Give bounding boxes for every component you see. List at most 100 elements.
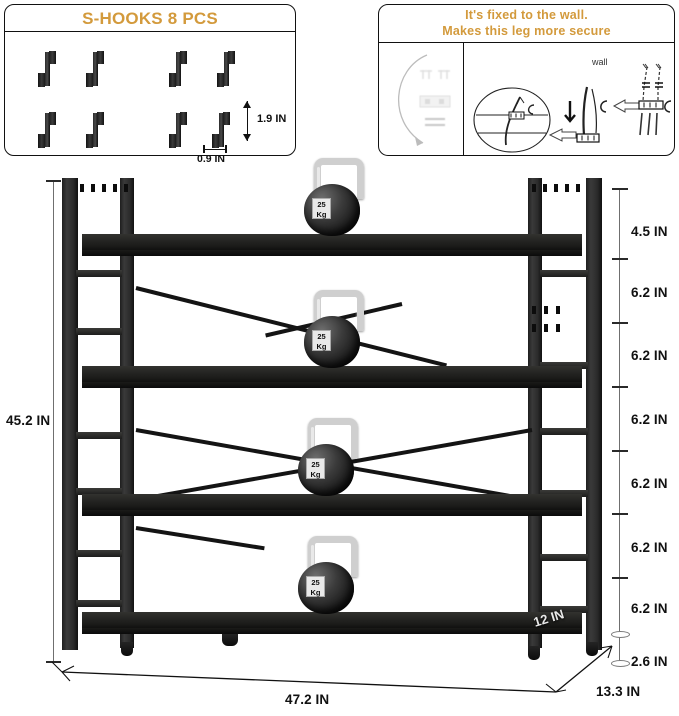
double-bar-ghost-icon (423, 115, 447, 133)
s-hook-icon (168, 111, 189, 149)
kettlebell-weight-tag: 25 Kg (306, 576, 325, 597)
segment-dimension-line (619, 188, 621, 662)
segment-tick-3 (612, 386, 628, 388)
segment-tick-1 (612, 258, 628, 260)
left-front-post (120, 178, 134, 648)
segment-label-1: 6.2 IN (631, 285, 668, 300)
kettlebell: 25 Kg (294, 418, 358, 496)
left-side-rung (76, 488, 122, 495)
shelf-foot (121, 642, 133, 656)
s-hook-width-dimension-line (203, 145, 227, 153)
wall-mount-panel: It's fixed to the wall. Makes this leg m… (378, 4, 675, 156)
wall-mount-instruction-illustration (473, 63, 672, 153)
total-height-tick-bottom (46, 661, 61, 663)
segment-tick-2 (612, 322, 628, 324)
right-side-rung (540, 490, 588, 497)
segment-label-7: 2.6 IN (631, 654, 668, 669)
segment-tick-6 (612, 577, 628, 579)
wall-mount-title-line1: It's fixed to the wall. (465, 8, 588, 22)
curved-arrow-icon (398, 54, 428, 146)
right-hook-strip-3 (532, 324, 576, 332)
diagonal-brace (135, 526, 265, 551)
right-side-rung (540, 362, 588, 369)
left-hook-strip (80, 184, 134, 192)
segment-tick-4 (612, 450, 628, 452)
left-rear-post (62, 178, 78, 650)
kettlebell-weight-number: 25 (311, 578, 320, 587)
kettlebell: 25 Kg (294, 536, 358, 614)
kettlebell: 25 Kg (300, 158, 364, 236)
kettlebell-weight-tag: 25 Kg (312, 198, 331, 219)
kettlebell-weight-unit: Kg (310, 469, 321, 479)
left-side-rung (76, 550, 122, 557)
right-side-rung (540, 270, 588, 277)
shelf-lip-2 (82, 382, 582, 388)
bracket-ghost-icon (419, 95, 451, 113)
kettlebell-weight-tag: 25 Kg (306, 458, 325, 479)
left-side-rung (76, 328, 122, 335)
wall-mount-panel-body: wall (379, 43, 674, 156)
kettlebell-handle-icon (308, 418, 358, 459)
s-hooks-panel-body (5, 32, 295, 156)
s-hooks-panel: S-HOOKS 8 PCS (4, 4, 296, 165)
segment-tick-0 (612, 188, 628, 190)
shelf-rack-illustration: 25 Kg 25 Kg 25 Kg 25 Kg (62, 158, 602, 668)
kettlebell-weight-unit: Kg (316, 209, 327, 219)
shelf-foot (528, 646, 540, 660)
kettlebell-weight-unit: Kg (316, 341, 327, 351)
s-hooks-grid (5, 32, 295, 156)
shelf-lip-3 (82, 510, 582, 516)
s-hook-height-label: 1.9 IN (257, 113, 287, 125)
right-side-rung (540, 428, 588, 435)
segment-label-2: 6.2 IN (631, 348, 668, 363)
segment-tick-5 (612, 513, 628, 515)
s-hook-icon (85, 111, 106, 149)
kettlebell-handle-icon (314, 158, 364, 199)
s-hook-icon (216, 50, 237, 88)
wall-mount-right-cell: wall (464, 43, 674, 156)
left-side-rung (76, 270, 122, 277)
right-rear-post (528, 178, 542, 648)
screw-pair-ghost-icon (419, 67, 453, 85)
kettlebell-handle-icon (314, 290, 364, 331)
left-side-rung (76, 600, 122, 607)
s-hook-icon (37, 111, 58, 149)
wall-mount-left-cell (379, 43, 464, 156)
segment-label-6: 6.2 IN (631, 601, 668, 616)
total-height-label: 45.2 IN (6, 413, 51, 428)
shelf-board-3 (82, 494, 582, 511)
wall-text-label: wall (592, 57, 608, 67)
segment-label-0: 4.5 IN (631, 224, 668, 239)
total-height-dimension-line (53, 180, 55, 662)
shelf-center-foot (222, 634, 238, 646)
total-height-tick-top (46, 180, 61, 182)
s-hook-icon (211, 111, 232, 149)
kettlebell-weight-tag: 25 Kg (312, 330, 331, 351)
shelf-lip-4 (82, 628, 582, 634)
wall-mount-title-line2: Makes this leg more secure (442, 23, 611, 38)
left-side-rung (76, 432, 122, 439)
total-depth-label: 13.3 IN (596, 684, 641, 699)
s-hook-icon (85, 50, 106, 88)
kettlebell-weight-number: 25 (311, 460, 320, 469)
shelf-board-2 (82, 366, 582, 383)
s-hook-height-dimension-line (241, 101, 255, 141)
total-width-label: 47.2 IN (285, 692, 330, 707)
shelf-board-4 (82, 612, 582, 629)
shelf-board-1 (82, 234, 582, 251)
s-hooks-panel-title: S-HOOKS 8 PCS (5, 5, 295, 32)
segment-label-5: 6.2 IN (631, 540, 668, 555)
kettlebell-weight-number: 25 (317, 332, 326, 341)
segment-label-3: 6.2 IN (631, 412, 668, 427)
segment-tick-7 (611, 631, 630, 638)
wall-mount-panel-title: It's fixed to the wall. Makes this leg m… (379, 5, 674, 43)
segment-label-4: 6.2 IN (631, 476, 668, 491)
shelf-foot (586, 642, 598, 656)
kettlebell-handle-icon (308, 536, 358, 577)
right-side-rung (540, 606, 588, 613)
kettlebell-weight-unit: Kg (310, 587, 321, 597)
kettlebell: 25 Kg (300, 290, 364, 368)
s-hook-width-label: 0.9 IN (197, 153, 226, 165)
segment-tick-8 (611, 660, 630, 667)
